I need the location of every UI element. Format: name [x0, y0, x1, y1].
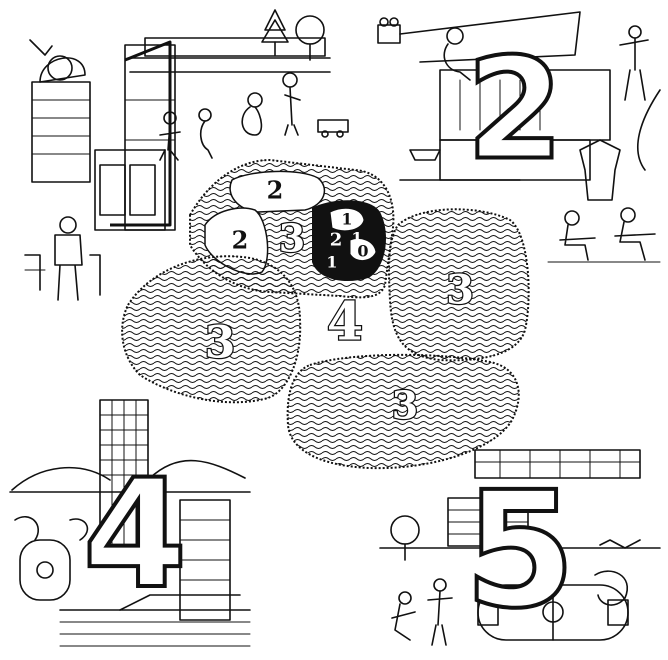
sub-zone-label-2c: 2 [330, 230, 343, 251]
corner-numeral-top-right: 2 [466, 29, 563, 192]
sub-zone-label-2b: 2 [232, 226, 249, 255]
sub-zone-label-1a: 1 [341, 210, 352, 229]
zone-right-label: 3 [446, 267, 474, 314]
sub-zone-label-1c: 1 [326, 253, 337, 272]
sub-zone-label-2a: 2 [267, 176, 284, 205]
zone-bottom-label: 3 [392, 383, 418, 428]
center-label: 4 [327, 292, 363, 353]
zone-top-label: 3 [279, 216, 305, 261]
corner-numeral-bottom-left: 4 [83, 448, 187, 622]
zone-left-label: 3 [205, 318, 236, 369]
corner-numeral-bottom-right: 5 [464, 457, 575, 644]
sub-zone-label-0: 0 [357, 242, 368, 261]
